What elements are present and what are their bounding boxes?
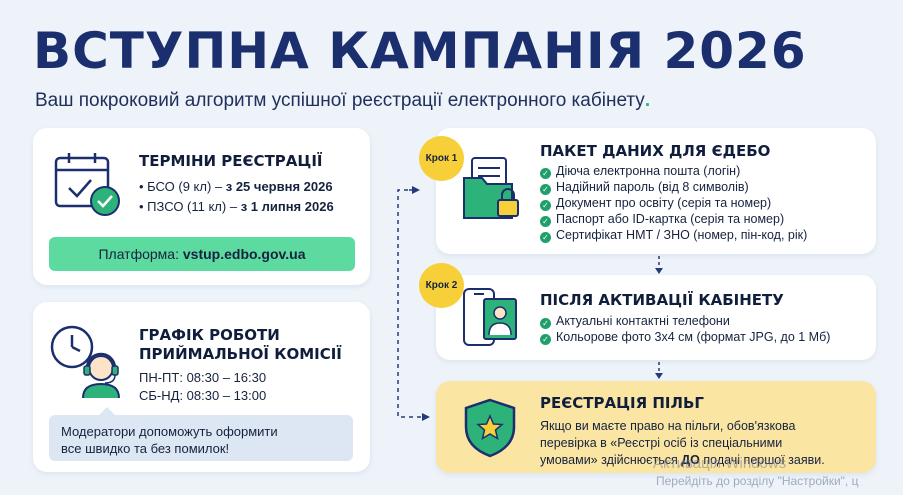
schedule-weekend: СБ-НД: 08:30 – 13:00 bbox=[139, 388, 267, 403]
step1-card: ПАКЕТ ДАНИХ ДЛЯ ЄДЕБО ✓Діюча електронна … bbox=[436, 128, 876, 254]
check-icon: ✓ bbox=[540, 216, 551, 227]
platform-banner: Платформа: vstup.edbo.gov.ua bbox=[49, 237, 355, 271]
list-item: ✓Надійний пароль (від 8 символів) bbox=[540, 179, 807, 195]
terms-item-pzso: • ПЗСО (11 кл) – з 1 липня 2026 bbox=[139, 199, 334, 214]
privileges-text: Якщо ви маєте право на пільги, обов'язко… bbox=[540, 419, 825, 467]
windows-activation-watermark: Активація Windows bbox=[653, 455, 787, 472]
step2-title: ПІСЛЯ АКТИВАЦІЇ КАБІНЕТУ bbox=[540, 291, 784, 309]
check-icon: ✓ bbox=[540, 200, 551, 211]
list-item: ✓Кольорове фото 3х4 см (формат JPG, до 1… bbox=[540, 329, 830, 345]
registration-terms-card: ТЕРМІНИ РЕЄСТРАЦІЇ • БСО (9 кл) – з 25 ч… bbox=[33, 128, 370, 285]
operator-headset-icon bbox=[82, 352, 120, 398]
step2-list: ✓Актуальні контактні телефони ✓Кольорове… bbox=[540, 313, 830, 345]
calendar-check-icon bbox=[54, 153, 120, 216]
phone-photo-icon bbox=[463, 288, 517, 346]
step2-badge: Крок 2 bbox=[419, 263, 464, 308]
list-item: ✓Актуальні контактні телефони bbox=[540, 313, 830, 329]
page-title: ВСТУПНА КАМПАНІЯ 2026 bbox=[33, 22, 807, 80]
step1-title: ПАКЕТ ДАНИХ ДЛЯ ЄДЕБО bbox=[540, 142, 771, 160]
shield-star-icon bbox=[464, 398, 516, 458]
list-item: ✓Документ про освіту (серія та номер) bbox=[540, 195, 807, 211]
step1-list: ✓Діюча електронна пошта (логін) ✓Надійни… bbox=[540, 163, 807, 243]
platform-link[interactable]: vstup.edbo.gov.ua bbox=[182, 246, 306, 262]
step1-badge: Крок 1 bbox=[419, 136, 464, 181]
step2-card: ПІСЛЯ АКТИВАЦІЇ КАБІНЕТУ ✓Актуальні конт… bbox=[436, 275, 876, 360]
privileges-title: РЕЄСТРАЦІЯ ПІЛЬГ bbox=[540, 394, 704, 412]
check-icon: ✓ bbox=[540, 318, 551, 329]
terms-title: ТЕРМІНИ РЕЄСТРАЦІЇ bbox=[139, 152, 323, 170]
privileges-card: РЕЄСТРАЦІЯ ПІЛЬГ Якщо ви маєте право на … bbox=[436, 381, 876, 473]
list-item: ✓Паспорт або ID-картка (серія та номер) bbox=[540, 211, 807, 227]
check-icon: ✓ bbox=[540, 334, 551, 345]
list-item: ✓Сертифікат НМТ / ЗНО (номер, пін-код, р… bbox=[540, 227, 807, 243]
check-icon: ✓ bbox=[540, 184, 551, 195]
terms-item-bso: • БСО (9 кл) – з 25 червня 2026 bbox=[139, 179, 333, 194]
windows-activation-hint: Перейдіть до розділу "Настройки", ц bbox=[656, 474, 859, 488]
check-icon: ✓ bbox=[540, 168, 551, 179]
clock-icon bbox=[50, 325, 94, 369]
check-icon: ✓ bbox=[540, 232, 551, 243]
list-item: ✓Діюча електронна пошта (логін) bbox=[540, 163, 807, 179]
page-subtitle: Ваш покроковий алгоритм успішної реєстра… bbox=[35, 90, 651, 111]
folder-lock-icon bbox=[463, 157, 519, 219]
schedule-weekdays: ПН-ПТ: 08:30 – 16:30 bbox=[139, 370, 267, 385]
